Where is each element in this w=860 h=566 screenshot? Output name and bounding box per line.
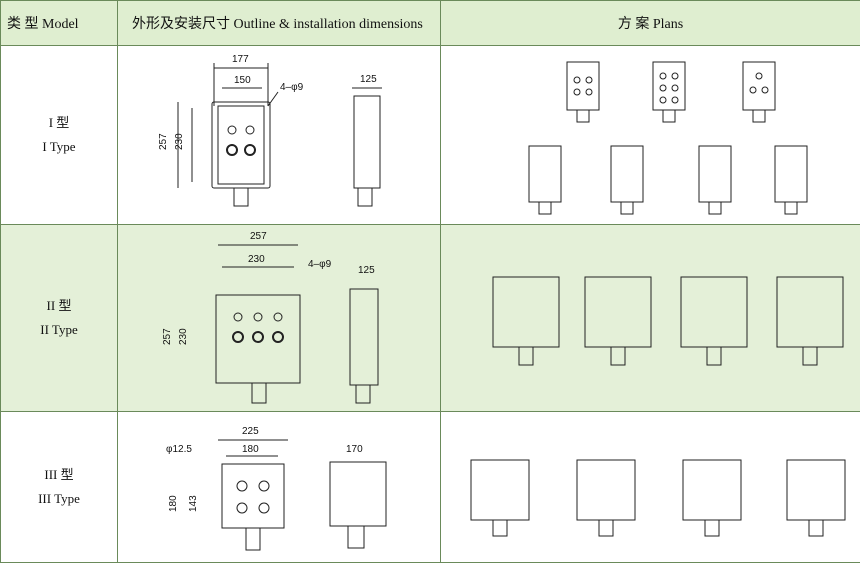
plans-drawing [470,459,846,537]
plans-drawing [492,276,844,366]
dim-mount-h: 143 [188,495,199,512]
outline-drawing: 225 180 φ12.5 180 143 170 [166,426,387,551]
dim-depth: 170 [346,444,363,455]
model-en: III Type [38,491,80,506]
dim-mount-h: 230 [174,133,185,150]
dim-hole: φ12.5 [166,444,192,455]
plans-header: 方 案 Plans [440,0,860,46]
model-cn: III 型 [44,467,74,482]
dim-depth: 125 [358,265,375,276]
model-cn: II 型 [46,298,72,313]
plans-cell [440,224,860,412]
outline-drawing: 177 150 4–φ9 257 230 125 [158,54,382,207]
dim-hole: 4–φ9 [280,82,304,93]
header-row: 类 型 Model 外形及安装尺寸 Outline & installation… [0,0,860,46]
model-cell: III 型 III Type [0,411,118,563]
outline-drawing: 257 230 4–φ9 257 230 125 [162,231,379,404]
model-en: I Type [42,139,76,154]
outline-cell: 177 150 4–φ9 257 230 125 [117,45,441,225]
outline-header: 外形及安装尺寸 Outline & installation dimension… [117,0,441,46]
type-row-2: II 型 II Type 257 230 4–φ9 257 230 125 [0,224,860,412]
type-row-3: III 型 III Type 225 180 φ12.5 180 143 170 [0,411,860,563]
plans-cell [440,45,860,225]
plans-drawing [528,61,808,215]
dim-hole: 4–φ9 [308,259,332,270]
model-en: II Type [40,322,78,337]
plans-cell [440,411,860,563]
dim-width: 225 [242,426,259,437]
dim-mount-h: 230 [178,328,189,345]
outline-cell: 225 180 φ12.5 180 143 170 [117,411,441,563]
model-cell: II 型 II Type [0,224,118,412]
dim-depth: 125 [360,74,377,85]
dim-width: 177 [232,54,249,65]
dim-mount: 150 [234,75,251,86]
dim-height: 180 [168,495,179,512]
dim-height: 257 [162,328,173,345]
dim-mount: 180 [242,444,259,455]
model-header: 类 型 Model [0,0,118,46]
dim-mount: 230 [248,254,265,265]
model-cell: I 型 I Type [0,45,118,225]
dim-width: 257 [250,231,267,242]
dim-height: 257 [158,133,169,150]
model-cn: I 型 [48,115,70,130]
outline-cell: 257 230 4–φ9 257 230 125 [117,224,441,412]
type-row-1: I 型 I Type 177 150 4–φ9 257 230 [0,45,860,225]
